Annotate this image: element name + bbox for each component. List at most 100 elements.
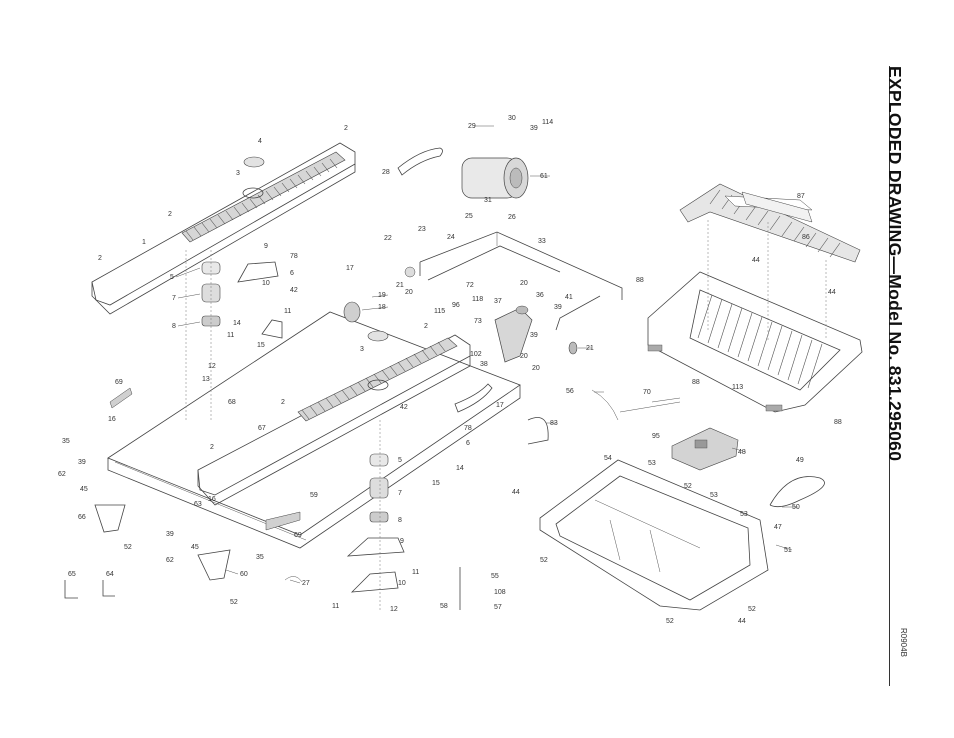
callout-52-f: 52 <box>666 618 674 625</box>
callout-69-a: 69 <box>115 379 123 386</box>
callout-11-d: 11 <box>332 603 339 610</box>
callout-14-b: 14 <box>456 465 464 472</box>
callout-51: 51 <box>784 547 792 554</box>
callout-22: 22 <box>384 235 392 242</box>
callout-36: 36 <box>536 292 544 299</box>
callout-37: 37 <box>494 298 502 305</box>
callout-45-b: 45 <box>191 544 199 551</box>
callout-72: 72 <box>466 282 474 289</box>
callout-2-c: 2 <box>98 255 102 262</box>
callout-88-b: 88 <box>692 379 700 386</box>
right-cushion-stack <box>346 420 405 610</box>
callout-45-a: 45 <box>80 486 88 493</box>
callout-5-a: 5 <box>170 274 174 281</box>
callout-35-b: 35 <box>256 554 264 561</box>
left-side-rail <box>91 142 356 315</box>
callout-11-c: 11 <box>412 569 419 576</box>
callout-78-a: 78 <box>290 253 298 260</box>
callout-2-f: 2 <box>424 323 428 330</box>
right-side-rail <box>197 330 471 506</box>
callout-21-b: 21 <box>586 345 594 352</box>
callout-108: 108 <box>494 589 506 596</box>
callout-53-b: 53 <box>710 492 718 499</box>
callout-24: 24 <box>447 234 455 241</box>
callout-2-b: 2 <box>168 211 172 218</box>
callout-83: 83 <box>550 420 558 427</box>
callout-20-a: 20 <box>405 289 413 296</box>
callout-86: 86 <box>802 234 810 241</box>
left-rail-grille <box>181 151 346 243</box>
incline-motor-37 <box>494 305 533 363</box>
wire-27 <box>284 576 303 583</box>
callout-6-a: 6 <box>290 270 294 277</box>
right-rail-grille <box>297 337 458 422</box>
callout-11-b: 11 <box>284 308 291 315</box>
console-cover-86 <box>679 183 861 263</box>
callout-6-b: 6 <box>466 440 470 447</box>
callout-44-a: 44 <box>512 489 520 496</box>
base-pan-54 <box>539 459 769 611</box>
spacer-21 <box>404 266 416 278</box>
callout-102: 102 <box>470 351 482 358</box>
allen-wrench-64 <box>102 580 115 597</box>
callout-15-a: 15 <box>257 342 265 349</box>
callout-7-b: 7 <box>398 490 402 497</box>
callout-30: 30 <box>508 115 516 122</box>
power-cord-49 <box>769 476 825 508</box>
callout-52-e: 52 <box>748 606 756 613</box>
callout-52-b: 52 <box>230 599 238 606</box>
callout-78-b: 78 <box>464 425 472 432</box>
motor-hood-113 <box>647 271 863 413</box>
callout-61: 61 <box>540 173 548 180</box>
callout-62-a: 62 <box>58 471 66 478</box>
callout-58: 58 <box>440 603 448 610</box>
callout-68: 68 <box>228 399 236 406</box>
callout-9-b: 9 <box>400 538 404 545</box>
callout-62-b: 62 <box>166 557 174 564</box>
callout-53-c: 53 <box>740 511 748 518</box>
callout-12-b: 12 <box>390 606 398 613</box>
callout-88-c: 88 <box>834 419 842 426</box>
wire-70 <box>619 401 681 413</box>
callout-53-a: 53 <box>648 460 656 467</box>
callout-4: 4 <box>258 138 262 145</box>
callout-69-b: 69 <box>294 532 302 539</box>
callout-28: 28 <box>382 169 390 176</box>
callout-1: 1 <box>142 239 146 246</box>
callout-65: 65 <box>68 571 76 578</box>
walking-deck <box>107 311 521 549</box>
motor-assembly <box>397 147 529 199</box>
callout-2-e: 2 <box>210 444 214 451</box>
callout-42-b: 42 <box>400 404 408 411</box>
callout-16-a: 16 <box>108 416 116 423</box>
callout-9-a: 9 <box>264 243 268 250</box>
callout-12-a: 12 <box>208 363 216 370</box>
callout-23: 23 <box>418 226 426 233</box>
callout-73: 73 <box>474 318 482 325</box>
callout-67: 67 <box>258 425 266 432</box>
callout-96: 96 <box>452 302 460 309</box>
callout-66: 66 <box>78 514 86 521</box>
callout-25: 25 <box>465 213 473 220</box>
callout-49: 49 <box>796 457 804 464</box>
callout-39-e: 39 <box>530 332 538 339</box>
callout-54: 54 <box>604 455 612 462</box>
wheel-21 <box>568 341 578 355</box>
grille-69-right <box>265 511 301 531</box>
callout-31: 31 <box>484 197 492 204</box>
callout-39-d: 39 <box>554 304 562 311</box>
callout-labels: 4 3 2 2 1 2 5 7 8 9 10 14 11 15 12 13 11… <box>58 115 842 625</box>
callout-20-c: 20 <box>520 353 528 360</box>
callout-29: 29 <box>468 123 476 130</box>
callout-5-b: 5 <box>398 457 402 464</box>
callout-27: 27 <box>302 580 310 587</box>
callout-47: 47 <box>774 524 782 531</box>
roller-guard-17 <box>454 383 493 413</box>
callout-114: 114 <box>542 119 553 126</box>
callout-95: 95 <box>652 433 660 440</box>
allen-wrench-65 <box>64 580 78 599</box>
callout-17-b: 17 <box>496 402 504 409</box>
callout-2-d: 2 <box>281 399 285 406</box>
callout-17-a: 17 <box>346 265 354 272</box>
